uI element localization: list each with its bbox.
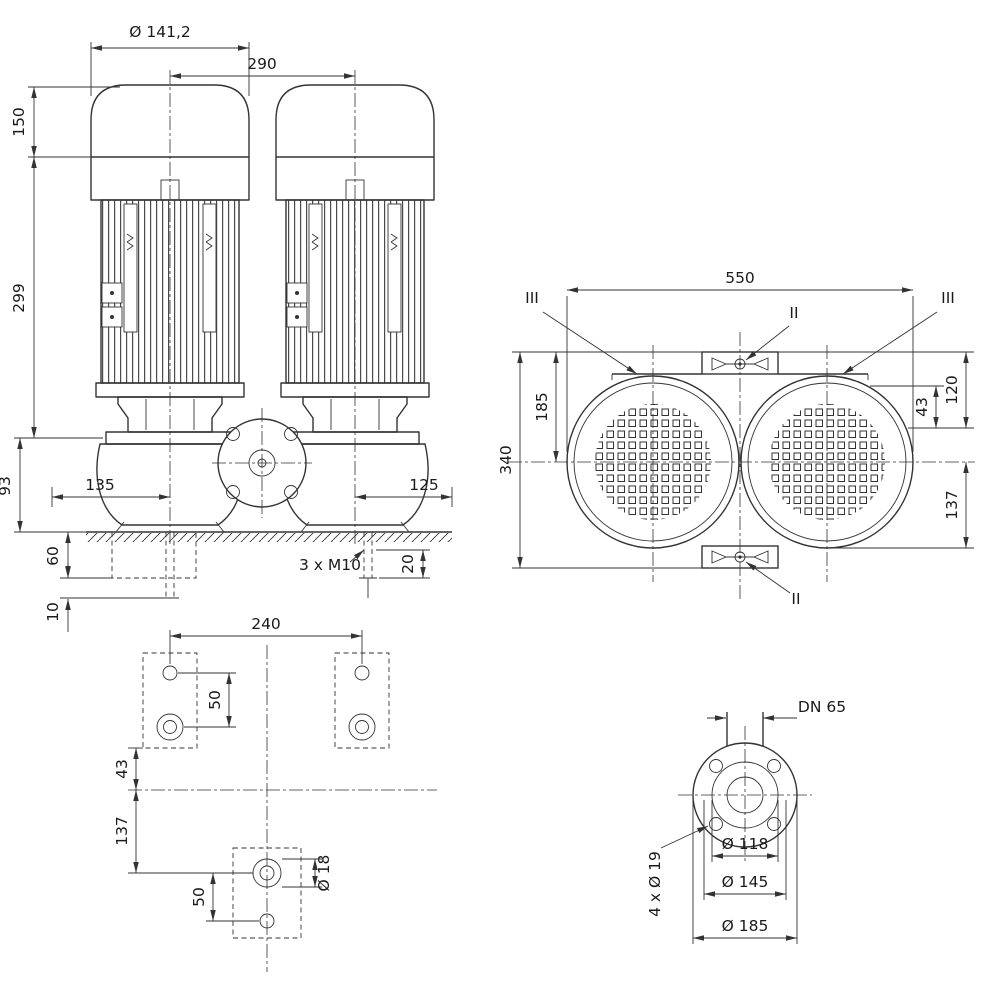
dim-raised-face: Ø 118 — [722, 835, 769, 853]
vent-clamp-top — [711, 357, 769, 371]
discharge-flange-front — [212, 408, 312, 518]
flange-dimensions: DN 65 4 x Ø 19 Ø 118 Ø 145 Ø 185 — [646, 698, 846, 944]
dim-hole-diameter: Ø 18 — [315, 855, 333, 892]
dim-motor-height: 299 — [10, 283, 28, 313]
dim-bottom-offset: 137 — [943, 490, 961, 520]
section-label-right: III — [941, 289, 955, 307]
section-label-left: III — [525, 289, 539, 307]
label-bolt-holes: 4 x Ø 19 — [646, 851, 664, 917]
foundation-view: 240 50 43 137 50 Ø 18 — [113, 615, 437, 972]
dim-bolt-projection: 20 — [399, 554, 417, 574]
dim-motor-diameter: Ø 141,2 — [129, 23, 191, 41]
motor-right — [275, 84, 435, 433]
dim-outer-diameter: Ø 185 — [722, 917, 769, 935]
dim-motor-spacing: 290 — [247, 55, 277, 73]
baseplate — [86, 531, 452, 599]
front-view-dimensions: Ø 141,2 290 150 299 93 135 125 60 — [0, 23, 453, 632]
section-label-bottom: II — [791, 590, 800, 608]
foundation-dimensions: 240 50 43 137 50 Ø 18 — [113, 615, 363, 922]
section-label-top: II — [789, 304, 798, 322]
front-view: Ø 141,2 290 150 299 93 135 125 60 — [0, 23, 453, 632]
top-view-body — [508, 332, 975, 600]
dim-overall-width: 550 — [725, 269, 755, 287]
dim-grout-thickness: 10 — [44, 602, 62, 622]
dim-bolt-circle: Ø 145 — [722, 873, 769, 891]
dim-pump-height: 93 — [0, 476, 14, 496]
dim-offset-right: 125 — [409, 476, 439, 494]
dim-pair-spacing-bottom: 50 — [190, 887, 208, 907]
ground-hatch — [86, 533, 452, 542]
dim-cap-height: 150 — [10, 107, 28, 137]
foundation-pad-bottom — [232, 847, 302, 939]
flange-view: DN 65 4 x Ø 19 Ø 118 Ø 145 Ø 185 — [646, 698, 846, 944]
dim-anchor-depth: 60 — [44, 546, 62, 566]
dim-overall-depth: 340 — [497, 445, 515, 475]
dim-top-offset: 120 — [943, 375, 961, 405]
dim-bottom-offset: 137 — [113, 816, 131, 846]
motor-left — [90, 84, 250, 433]
label-anchor-thread: 3 x M10 — [299, 556, 361, 574]
top-view-dimensions: 550 III III II II 185 340 43 120 137 — [497, 269, 974, 608]
dim-bolt-spacing: 240 — [251, 615, 281, 633]
dim-pair-spacing-top: 50 — [206, 690, 224, 710]
dim-center-offset: 185 — [533, 392, 551, 422]
dim-offset-left: 135 — [85, 476, 115, 494]
dim-nominal-diameter: DN 65 — [798, 698, 846, 716]
dim-flange-offset: 43 — [913, 397, 931, 417]
top-view: 550 III III II II 185 340 43 120 137 — [497, 269, 975, 608]
dim-center-offset: 43 — [113, 759, 131, 779]
vent-clamp-bottom — [711, 550, 769, 564]
